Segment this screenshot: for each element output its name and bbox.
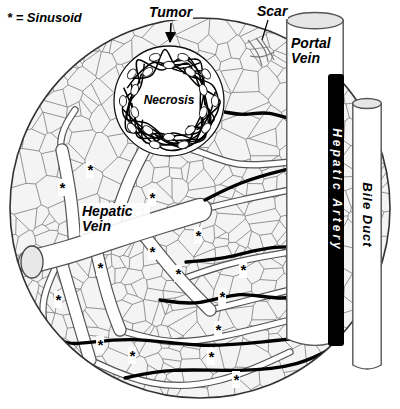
sinusoid-mark: * xyxy=(148,243,156,261)
tumor-border xyxy=(114,46,224,156)
hepatic-vein-label-text: Hepatic Vein xyxy=(80,203,150,236)
artery-branch xyxy=(125,346,336,378)
tumor-text: Necrosis xyxy=(142,94,197,107)
lobule-outline xyxy=(10,18,390,398)
vein-cross-section xyxy=(21,246,43,278)
scar-line xyxy=(256,38,268,62)
scar-marks xyxy=(248,38,274,66)
hepatic-vein-label: Hepatic Vein xyxy=(80,203,150,238)
scar-line xyxy=(248,40,262,66)
tumor: Necrosis xyxy=(113,45,225,157)
bile-duct: Bile Duct xyxy=(352,98,382,370)
tumor-cell xyxy=(126,67,138,80)
tumor-cell xyxy=(148,52,161,62)
tumor-leader xyxy=(170,23,171,42)
tumor-cell xyxy=(119,96,126,107)
vein-branch-lumen xyxy=(62,150,75,250)
sinusoid-mark-text: * xyxy=(232,371,240,388)
tumor-cell xyxy=(130,84,140,97)
tumor-cell xyxy=(198,106,208,119)
sinusoid-mark: * xyxy=(218,288,226,306)
tumor-cell xyxy=(184,66,197,78)
tumor-cell xyxy=(211,96,218,107)
sinusoid-mark-text: * xyxy=(207,348,215,365)
sinusoid-mark-text: * xyxy=(194,227,202,244)
scar-label: Scar xyxy=(256,2,288,20)
sinusoid-mark: * xyxy=(96,336,104,354)
sinusoid-mark: * xyxy=(128,347,136,365)
sinusoid-mark: * xyxy=(58,179,66,197)
portal-vein-opening xyxy=(287,13,343,29)
tumor-cell xyxy=(148,140,161,150)
sinusoid-mark-text: * xyxy=(58,179,66,196)
sinusoid-lumen xyxy=(200,190,290,210)
tumor-cell xyxy=(141,66,154,78)
sinusoid-mark-text: * xyxy=(148,189,156,206)
sinusoid-mark: * xyxy=(232,371,240,389)
sinusoid-mark-text: * xyxy=(86,161,94,178)
tumor-cell xyxy=(198,84,208,97)
tumor-vessel xyxy=(136,58,201,84)
vein-branch-lumen xyxy=(95,245,120,330)
sinusoid-mark: * xyxy=(86,161,94,179)
sinusoid-key: * = Sinusoid xyxy=(6,8,83,26)
vein-branch xyxy=(62,150,75,250)
sinusoid-mark: * xyxy=(207,348,215,366)
scar-leader xyxy=(262,20,268,40)
sinusoid-mark-text: * xyxy=(174,265,182,282)
tumor-label: Tumor xyxy=(148,3,193,21)
sinusoid-mark-text: * xyxy=(96,336,104,353)
tumor-cell xyxy=(184,124,197,136)
sinusoid xyxy=(120,320,290,342)
sinusoid-mark-text: * xyxy=(239,261,247,278)
sinusoid-mark: * xyxy=(194,227,202,245)
tumor-cell xyxy=(164,61,175,68)
sinusoid-mark-text: * xyxy=(96,259,104,276)
sinusoid xyxy=(200,190,290,210)
scar-line xyxy=(262,40,274,60)
scar-label-text: Scar xyxy=(256,3,288,19)
sinusoid-mark-text: * xyxy=(214,321,222,338)
sinusoid-mark-text: * xyxy=(218,288,226,305)
sinusoid-mark: * xyxy=(239,261,247,279)
sinusoid-mark-text: * xyxy=(148,243,156,260)
bile-duct-opening xyxy=(353,99,381,109)
tumor-vessel xyxy=(132,103,187,149)
sinusoid-mark: * xyxy=(148,189,156,207)
portal-vein-body xyxy=(287,20,343,345)
sinusoid-lumen xyxy=(120,320,290,342)
hepatic-artery-text: Hepatic Artery xyxy=(329,128,342,252)
lobule-ground xyxy=(10,18,390,398)
hepatic-artery: Hepatic Artery xyxy=(328,74,344,346)
tumor-cell xyxy=(200,67,212,80)
bile-duct-text: Bile Duct xyxy=(360,182,374,247)
tumor-cell xyxy=(141,124,154,136)
portal-vein-text: Portal Vein xyxy=(291,36,339,67)
tumor-cell xyxy=(130,106,140,119)
tumor-cell xyxy=(164,133,175,140)
sinusoid-mark: * xyxy=(54,291,62,309)
bile-duct-body xyxy=(353,103,381,369)
tumor-cell xyxy=(177,52,190,62)
scar-line xyxy=(250,52,274,57)
sinusoid-mark: * xyxy=(214,321,222,339)
sinusoid-mark: * xyxy=(174,265,182,283)
sinusoid-key-text: * = Sinusoid xyxy=(6,10,83,25)
sinusoid-mark: * xyxy=(96,259,104,277)
sinusoid-mark-text: * xyxy=(54,291,62,308)
vein-branch xyxy=(95,245,120,330)
tumor-cell xyxy=(126,121,138,134)
tumor-cell xyxy=(177,140,190,150)
tumor-label-text: Tumor xyxy=(148,4,193,20)
sinusoid-mark-text: * xyxy=(128,347,136,364)
tumor-cell xyxy=(200,121,212,134)
